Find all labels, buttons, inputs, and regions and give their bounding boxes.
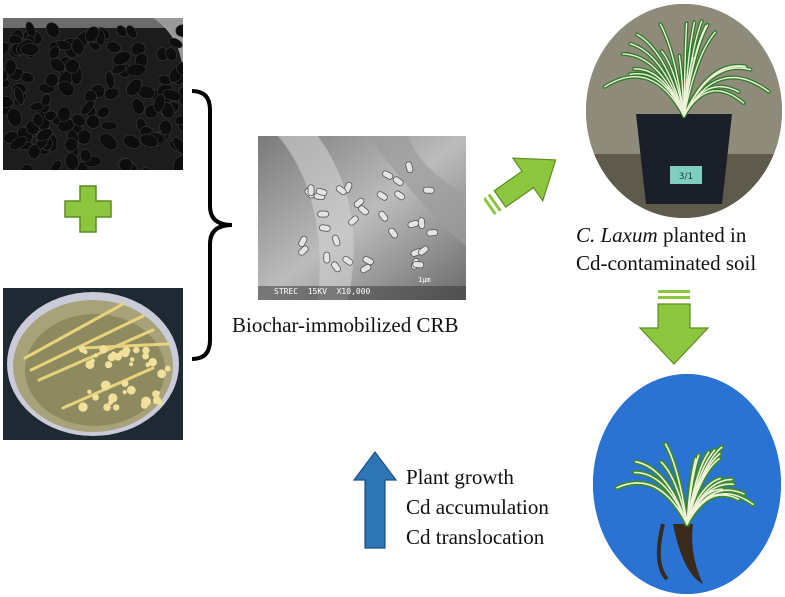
- harvested-plant-photo: [593, 374, 781, 594]
- potted-plant-photo: 3/1: [586, 4, 782, 218]
- bacterium-rod: [426, 229, 437, 236]
- bacteria-plate-photo: [3, 288, 183, 440]
- planted-label-line1: C. Laxum planted in: [576, 222, 746, 248]
- bacteria-colony: [153, 396, 161, 404]
- bacteria-colony: [145, 362, 150, 367]
- bacterium-rod: [412, 261, 423, 268]
- bacteria-colony: [152, 390, 159, 397]
- bacterium-rod: [318, 211, 329, 217]
- bacteria-colony: [157, 369, 166, 378]
- bacteria-colony: [99, 345, 107, 353]
- harvested-plant-illustration: [593, 374, 781, 594]
- down-arrow-icon: [636, 288, 712, 368]
- bacteria-colony: [105, 361, 112, 368]
- biochar-photo: [3, 18, 183, 170]
- biochar-crb-label: Biochar-immobilized CRB: [232, 312, 458, 338]
- potted-plant-illustration: 3/1: [586, 4, 782, 218]
- bacteria-colony: [92, 394, 99, 401]
- pot-tag-label: 3/1: [679, 172, 693, 182]
- bacteria-colony: [121, 380, 128, 387]
- outcome-cd-accumulation: Cd accumulation: [406, 494, 549, 520]
- biochar-pellets-illustration: [3, 18, 183, 170]
- plus-icon: [63, 184, 113, 234]
- sem-info-label: STREC 15KV X10,000: [274, 287, 370, 296]
- biochar-pellet: [101, 122, 117, 131]
- species-name: C. Laxum: [576, 223, 658, 247]
- diagonal-arrow-icon: [484, 140, 570, 220]
- biochar-pellet: [46, 73, 59, 87]
- bacterium-rod: [324, 252, 330, 263]
- sem-micrograph: 1μm STREC 15KV X10,000: [258, 136, 466, 300]
- increase-arrow-icon: [352, 450, 398, 550]
- bacteria-colony: [130, 357, 135, 362]
- bacteria-colony: [141, 397, 151, 407]
- outcome-plant-growth: Plant growth: [406, 464, 514, 490]
- bacteria-colony: [129, 362, 133, 366]
- bacteria-colony: [86, 360, 95, 369]
- bacteria-colony: [108, 400, 113, 405]
- bacteria-colony: [111, 351, 116, 356]
- bacteria-colony: [101, 381, 111, 391]
- biochar-pellet: [20, 43, 39, 55]
- bacteria-colony: [78, 402, 87, 411]
- bacterium-rod: [308, 185, 314, 196]
- bacterium-rod: [423, 187, 434, 193]
- sem-illustration: [258, 136, 466, 300]
- bacteria-colony: [135, 347, 139, 351]
- planted-label-line2: Cd-contaminated soil: [576, 250, 756, 276]
- bacteria-colony: [127, 386, 136, 395]
- sem-scale-label: 1μm: [418, 276, 431, 284]
- bacteria-colony: [87, 390, 91, 394]
- bacteria-colony: [113, 404, 119, 410]
- bacteria-colony: [83, 350, 87, 354]
- bacteria-colony: [123, 390, 127, 394]
- planted-in-text: planted in: [658, 223, 747, 247]
- bacteria-colony: [94, 353, 98, 357]
- grouping-bracket: [188, 88, 238, 363]
- bacteria-colony: [165, 366, 171, 372]
- agar-plate-illustration: [3, 288, 183, 440]
- outcome-cd-translocation: Cd translocation: [406, 524, 544, 550]
- bacteria-colony: [142, 353, 149, 360]
- bacterium-rod: [319, 224, 331, 231]
